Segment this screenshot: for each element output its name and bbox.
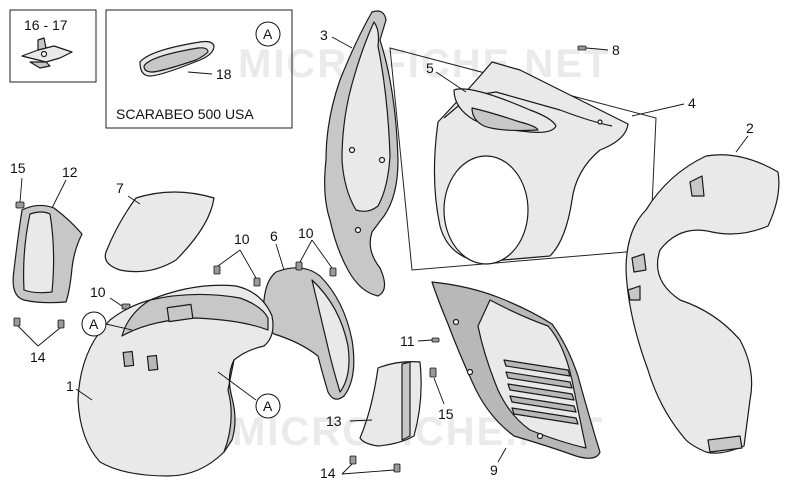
callout-2: 2 (746, 120, 754, 136)
callout-14-left: 14 (30, 349, 46, 365)
lower-bracket-panel (359, 361, 422, 447)
screws-14-bottom-icon (349, 455, 401, 473)
callout-9: 9 (490, 462, 498, 478)
svg-text:A: A (89, 316, 99, 332)
screw-8-icon (577, 45, 599, 51)
inner-fender (263, 267, 355, 400)
front-reflector (453, 88, 557, 133)
fender-trim-pad (104, 191, 215, 273)
reflector-icon (139, 40, 215, 77)
svg-text:A: A (263, 398, 273, 414)
rear-body-shell (625, 154, 780, 454)
callout-a-left: A (81, 311, 107, 337)
callout-5: 5 (426, 60, 434, 76)
callout-6: 6 (270, 228, 278, 244)
callout-14-bottom: 14 (320, 465, 336, 481)
callout-10-right: 10 (298, 225, 314, 241)
screw-11-icon (431, 337, 440, 343)
callout-12: 12 (62, 164, 78, 180)
inset-box-16-17: 16 - 17 (9, 9, 97, 83)
left-bracket-panel (12, 204, 83, 304)
callout-10-left: 10 (90, 284, 106, 300)
front-mudguard (77, 284, 274, 477)
callout-15-left: 15 (10, 160, 26, 176)
screw-15-right-icon (429, 367, 437, 378)
grille-slats (503, 359, 579, 425)
inner-side-panel (324, 10, 399, 297)
callout-7: 7 (116, 180, 124, 196)
label-range-16-17: 16 - 17 (24, 17, 68, 33)
callout-11: 11 (400, 333, 415, 349)
leg-shield-grille (431, 281, 601, 459)
callout-13: 13 (326, 413, 342, 429)
callout-10-center: 10 (234, 231, 250, 247)
screws-10-right-icon (295, 261, 337, 277)
callout-8: 8 (612, 42, 620, 58)
label-variant: SCARABEO 500 USA (116, 106, 254, 122)
screws-14-left-icon (13, 317, 65, 329)
inset-box-usa: A 18 SCARABEO 500 USA (105, 9, 293, 129)
callout-a-right: A (255, 393, 281, 419)
callout-1: 1 (66, 378, 74, 394)
callout-4: 4 (688, 95, 696, 111)
clip-nut-icon (21, 37, 73, 69)
watermark-top: MICROFICHE.NET (238, 42, 610, 86)
callout-a-inset: A (263, 26, 273, 42)
screw-15-left-icon (15, 201, 25, 209)
callout-15-right: 15 (438, 406, 454, 422)
screws-10-center-icon (213, 265, 261, 287)
callout-18: 18 (216, 66, 232, 82)
callout-3: 3 (320, 27, 328, 43)
